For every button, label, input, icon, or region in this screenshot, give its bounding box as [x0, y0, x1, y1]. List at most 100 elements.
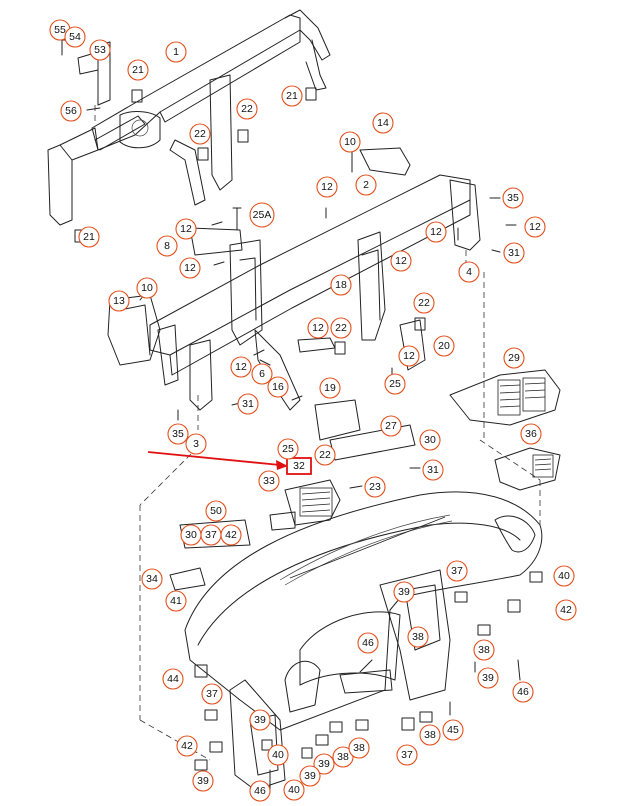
callout-40: 40 [283, 779, 305, 801]
callout-number: 39 [318, 758, 330, 770]
callout-circle [348, 737, 370, 759]
callout-number: 42 [181, 740, 193, 752]
callout-number: 33 [263, 475, 275, 487]
callout-circle [237, 393, 259, 415]
left-air-vent [269, 479, 341, 531]
callout-number: 46 [254, 785, 266, 797]
callout-circle [136, 277, 158, 299]
callout-circle [162, 668, 184, 690]
callout-37: 37 [446, 560, 468, 582]
callout-number: 38 [424, 729, 436, 741]
callout-40: 40 [267, 744, 289, 766]
callout-circle [283, 779, 305, 801]
callout-44: 44 [162, 668, 184, 690]
callout-50: 50 [205, 500, 227, 522]
callout-circle [236, 98, 258, 120]
callout-number: 44 [167, 673, 179, 685]
callout-number: 30 [185, 529, 197, 541]
callout-12: 12 [175, 218, 197, 240]
callout-12: 12 [425, 221, 447, 243]
callout-18: 18 [330, 274, 352, 296]
callout-circle [175, 218, 197, 240]
callout-22: 22 [413, 292, 435, 314]
callout-number: 39 [398, 586, 410, 598]
callout-circle [503, 242, 525, 264]
callout-number: 39 [197, 775, 209, 787]
callout-circle [249, 202, 275, 228]
callout-2: 2 [355, 174, 377, 196]
callout-8: 8 [156, 235, 178, 257]
callout-number: 38 [412, 631, 424, 643]
callout-number: 22 [319, 449, 331, 461]
callout-number: 35 [507, 192, 519, 204]
callout-number: 46 [517, 686, 529, 698]
callout-number: 3 [193, 438, 199, 450]
callout-circle [422, 459, 444, 481]
callout-54: 54 [64, 26, 86, 48]
callout-number: 42 [560, 604, 572, 616]
callout-number: 46 [362, 637, 374, 649]
callout-22: 22 [314, 444, 336, 466]
callout-38: 38 [419, 724, 441, 746]
callout-number: 34 [146, 573, 158, 585]
callout-circle [442, 719, 464, 741]
callout-circle [477, 667, 499, 689]
callout-circle [555, 599, 577, 621]
callout-number: 53 [94, 44, 106, 56]
center-air-vent [449, 369, 561, 426]
callout-circle [185, 433, 207, 455]
callout-number: 23 [369, 481, 381, 493]
callout-12: 12 [316, 176, 338, 198]
callout-number: 20 [438, 340, 450, 352]
callout-number: 12 [529, 221, 541, 233]
callout-12: 12 [179, 257, 201, 279]
small-brackets [74, 87, 543, 771]
callout-number: 27 [385, 420, 397, 432]
callout-29: 29 [503, 347, 525, 369]
callout-42: 42 [220, 524, 242, 546]
callout-circle [553, 565, 575, 587]
upper-crossmember [47, 9, 331, 226]
callout-6: 6 [251, 363, 273, 385]
callout-number: 37 [451, 565, 463, 577]
callout-circle [473, 639, 495, 661]
callout-circle [512, 681, 534, 703]
callout-circle [319, 377, 341, 399]
callout-circle [189, 123, 211, 145]
callout-39: 39 [313, 753, 335, 775]
callout-number: 38 [337, 751, 349, 763]
callout-number: 19 [324, 382, 336, 394]
callout-circle [179, 257, 201, 279]
callout-circle [277, 438, 299, 460]
callout-circle [192, 770, 214, 792]
callout-circle [433, 335, 455, 357]
callout-21: 21 [127, 59, 149, 81]
callout-12: 12 [230, 356, 252, 378]
callout-number: 2 [363, 179, 369, 191]
callout-circle [165, 590, 187, 612]
callout-39: 39 [393, 581, 415, 603]
callout-37: 37 [396, 744, 418, 766]
callout-36: 36 [520, 423, 542, 445]
callout-circle [413, 292, 435, 314]
callout-31: 31 [422, 459, 444, 481]
callout-number: 12 [321, 181, 333, 193]
callout-number: 39 [482, 672, 494, 684]
callout-circle [357, 632, 379, 654]
callout-25A: 25A [249, 202, 275, 228]
callout-20: 20 [433, 335, 455, 357]
callout-34: 34 [141, 568, 163, 590]
callout-number: 22 [241, 103, 253, 115]
callout-40: 40 [553, 565, 575, 587]
callout-38: 38 [332, 746, 354, 768]
callout-number: 22 [194, 128, 206, 140]
callout-number: 31 [508, 247, 520, 259]
dashboard-panel [139, 439, 543, 791]
callout-number: 39 [254, 714, 266, 726]
callout-circle [220, 524, 242, 546]
highlighted-callout-32: 32 [286, 457, 312, 475]
callout-circle [64, 26, 86, 48]
callout-14: 14 [372, 112, 394, 134]
callout-number: 38 [478, 644, 490, 656]
callout-number: 12 [312, 322, 324, 334]
